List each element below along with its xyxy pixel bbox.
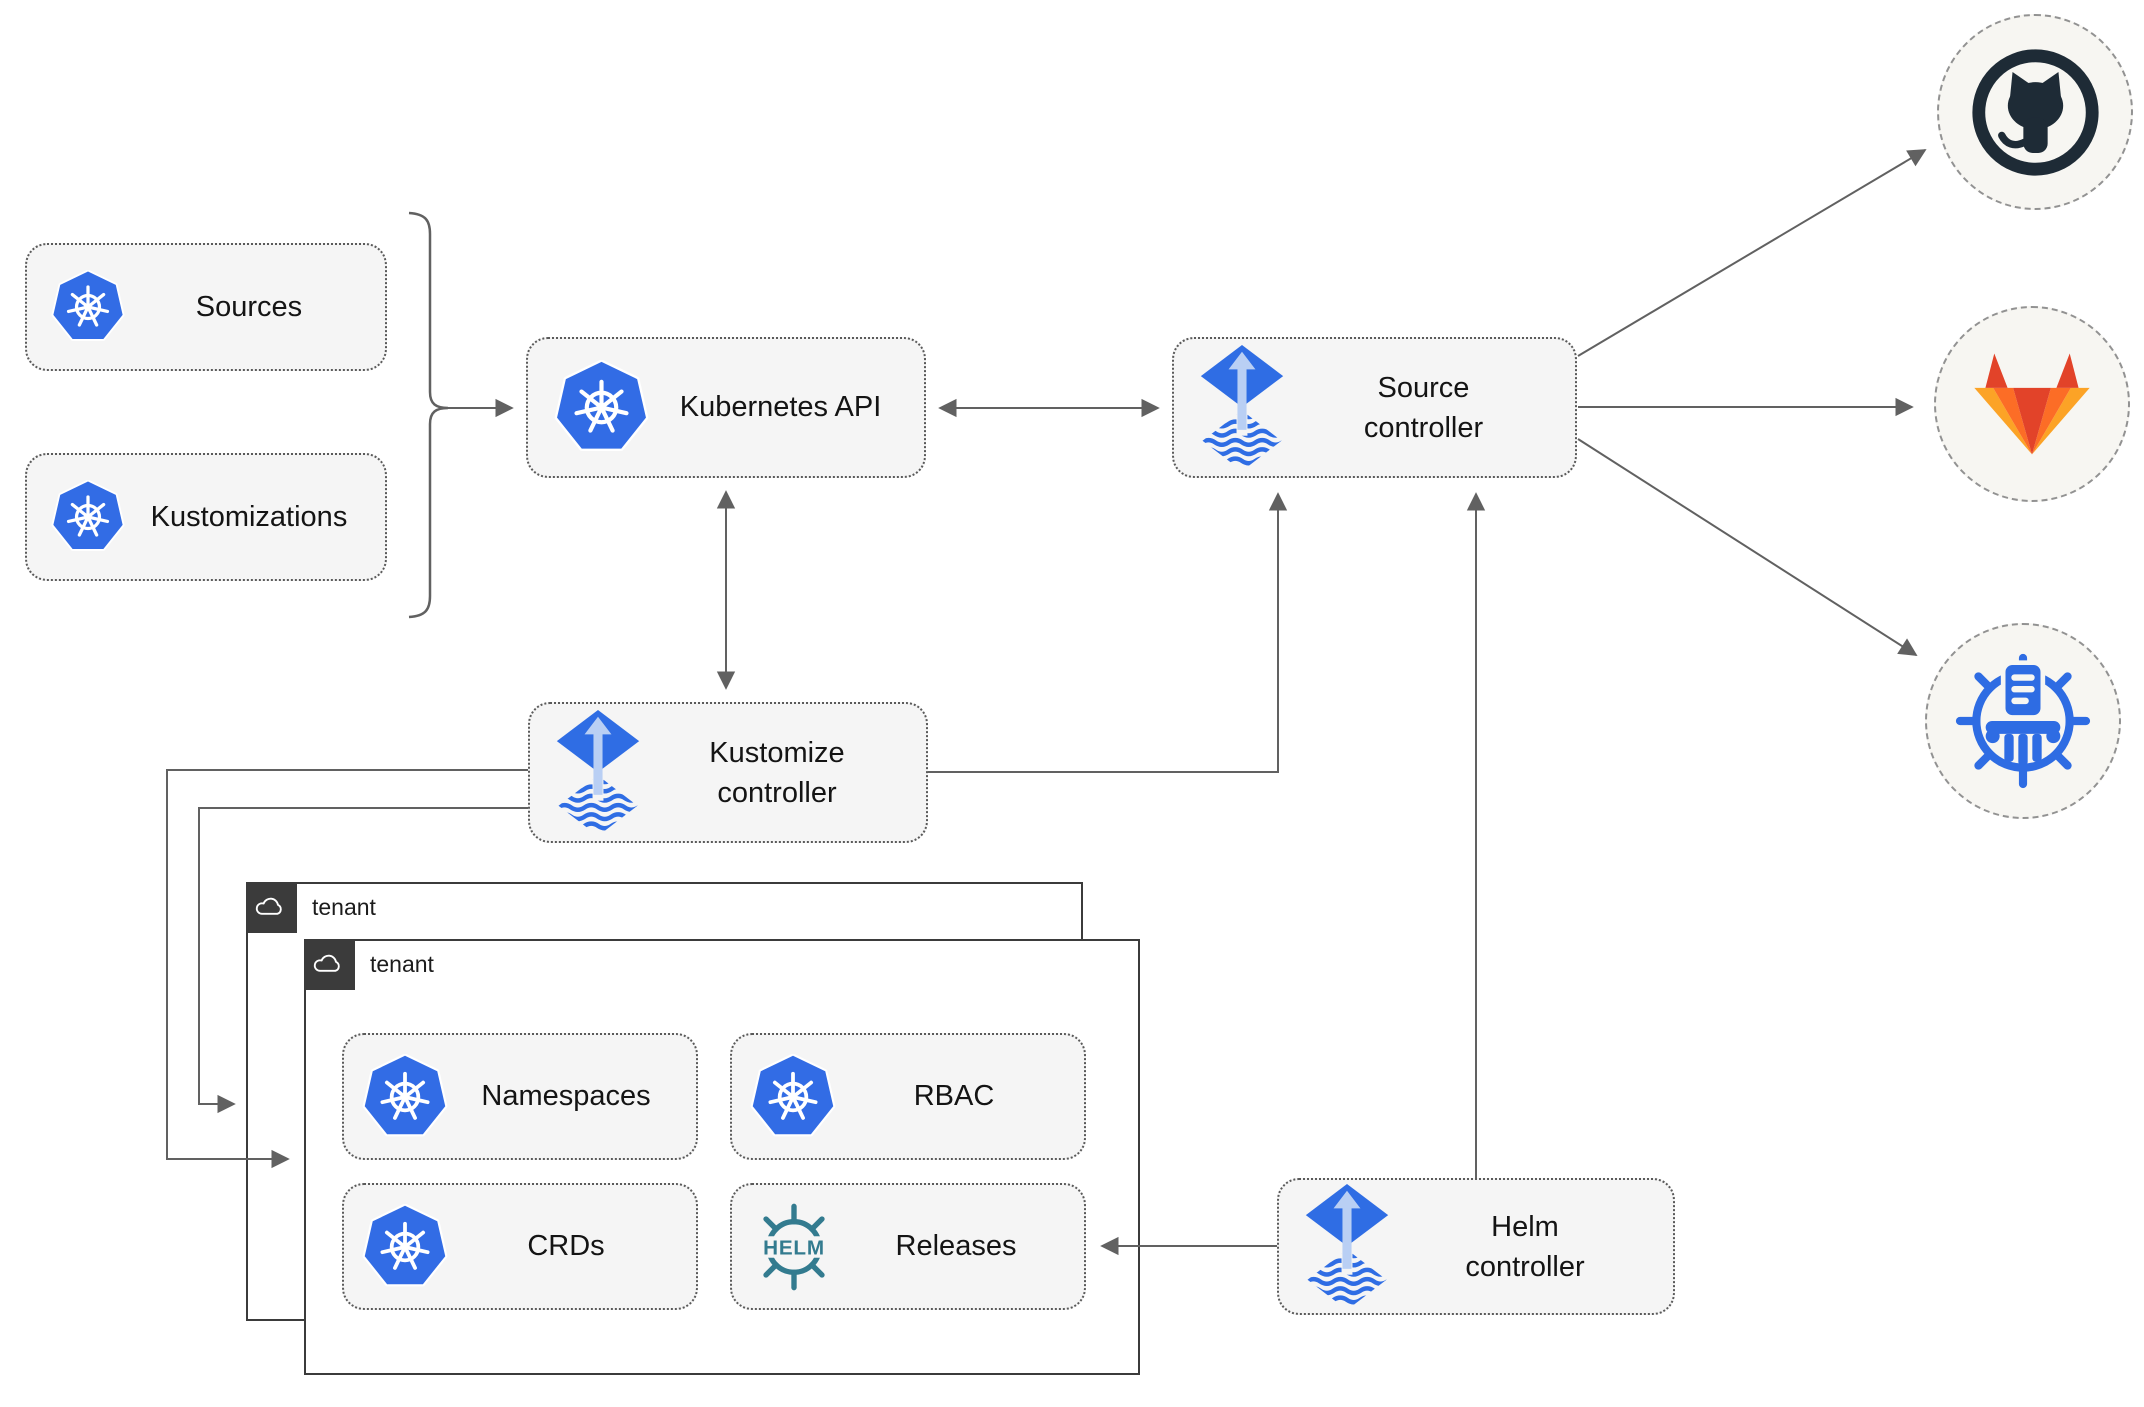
node-kustomizations-label: Kustomizations	[150, 500, 348, 533]
node-sources-label: Sources	[195, 290, 303, 323]
label-line2: controller	[1363, 411, 1484, 444]
node-sources: Sources	[25, 243, 387, 371]
node-helm-controller: Helm controller	[1277, 1178, 1675, 1315]
kubernetes-icon	[362, 1054, 448, 1140]
node-kustomize-controller-label: Kustomize controller	[640, 733, 926, 813]
node-source-controller: Source controller	[1172, 337, 1577, 478]
node-source-controller-label: Source controller	[1284, 368, 1575, 448]
kubernetes-icon	[362, 1204, 448, 1290]
label-line1: Source	[1377, 371, 1470, 404]
tenant-tab	[245, 881, 297, 933]
arrow-source-to-chartmuseum	[1577, 438, 1918, 656]
cloud-icon	[312, 952, 346, 976]
resource-label: Releases	[895, 1230, 1017, 1262]
flux-icon	[1200, 344, 1284, 472]
github-icon	[1968, 45, 2103, 180]
remote-github	[1937, 14, 2133, 210]
remote-gitlab	[1934, 306, 2130, 502]
resource-label: CRDs	[527, 1230, 605, 1262]
resource-label: RBAC	[913, 1080, 995, 1112]
label-line1: Kustomize	[709, 736, 845, 769]
resource-crds: CRDs	[342, 1183, 698, 1310]
arrow-kustomize-to-source	[928, 492, 1288, 773]
kubernetes-icon	[750, 1054, 836, 1140]
arrow-source-to-github	[1577, 149, 1927, 357]
node-kubernetes-api: Kubernetes API	[526, 337, 926, 478]
kubernetes-icon	[554, 360, 649, 455]
node-kustomize-controller: Kustomize controller	[528, 702, 928, 843]
node-kubernetes-api-label: Kubernetes API	[679, 391, 882, 423]
tenant-box-front: tenant Namespaces RBAC CRDs	[303, 938, 1140, 1375]
label-line1: Helm	[1491, 1210, 1559, 1243]
tenant-tab	[303, 938, 355, 990]
cloud-icon	[254, 895, 288, 919]
resource-label: Namespaces	[481, 1080, 651, 1112]
resource-releases: HELM Releases	[730, 1183, 1086, 1310]
flux-icon	[556, 709, 640, 837]
gitlab-icon	[1971, 349, 2093, 460]
helm-icon: HELM	[751, 1203, 837, 1290]
node-helm-controller-label: Helm controller	[1389, 1207, 1673, 1287]
kubernetes-icon	[51, 270, 125, 344]
resource-rbac: RBAC	[730, 1033, 1086, 1160]
node-kustomizations: Kustomizations	[25, 453, 387, 581]
bracket-sources-group	[408, 211, 449, 619]
label-line2: controller	[1465, 1250, 1585, 1283]
kubernetes-icon	[51, 480, 125, 554]
remote-chartmuseum	[1925, 623, 2121, 819]
chartmuseum-icon	[1953, 651, 2093, 791]
flux-icon	[1305, 1183, 1389, 1311]
tenant-label: tenant	[370, 950, 434, 977]
tenant-label: tenant	[312, 893, 376, 920]
label-line2: controller	[717, 776, 837, 809]
resource-namespaces: Namespaces	[342, 1033, 698, 1160]
helm-wordmark: HELM	[763, 1236, 825, 1259]
